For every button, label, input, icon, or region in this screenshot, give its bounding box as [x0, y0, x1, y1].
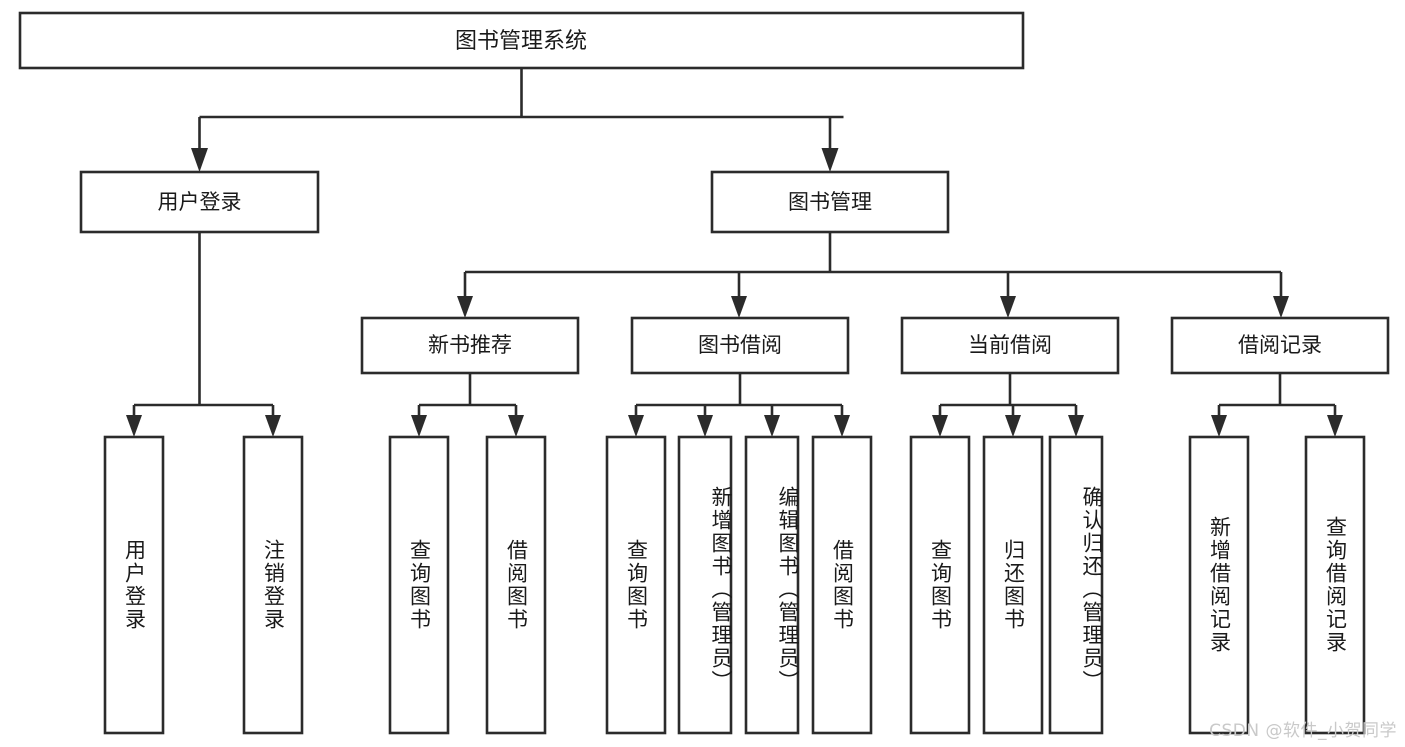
arrow-head-leaf-add-book	[697, 415, 713, 437]
node-current-borrow-box[interactable]	[900, 316, 1120, 375]
connector-currentborrow-to-leaves	[932, 373, 1084, 437]
arrow-head-leaf-query-book-2	[628, 415, 644, 437]
node-book-borrow-box[interactable]	[630, 316, 850, 375]
leaf-box-user-logout[interactable]	[242, 435, 304, 735]
connector-root-to-level1	[191, 68, 844, 172]
node-new-book-recommend[interactable]: 新书推荐	[360, 316, 580, 375]
arrow-head-leaf-confirm-return	[1068, 415, 1084, 437]
leaf-box-edit-book[interactable]	[744, 435, 800, 735]
node-current-borrow-label: 当前借阅	[968, 333, 1052, 357]
connector-borrowrecord-to-leaves	[1211, 373, 1343, 437]
connector-bookmanage-to-level2	[457, 232, 1289, 318]
node-new-book-recommend-label: 新书推荐	[428, 333, 512, 357]
leaf-box-query-book-1[interactable]	[388, 435, 450, 735]
connector-userlogin-to-leaves	[126, 232, 281, 437]
arrow-head-leaf-user-logout	[265, 415, 281, 437]
connector-bookborrow-to-leaves	[628, 373, 850, 437]
node-new-book-recommend-box[interactable]	[360, 316, 580, 375]
node-root-label: 图书管理系统	[455, 29, 587, 54]
node-book-manage-box[interactable]	[710, 170, 950, 234]
arrow-head-newbook	[457, 296, 473, 318]
node-borrow-record-label: 借阅记录	[1238, 333, 1322, 357]
node-root[interactable]: 图书管理系统	[18, 11, 1025, 70]
arrow-head-leaf-query-record	[1327, 415, 1343, 437]
arrow-head-leaf-borrow-book-2	[834, 415, 850, 437]
leaf-box-add-book[interactable]	[677, 435, 733, 735]
arrow-head-borrowrecord	[1273, 296, 1289, 318]
leaf-box-query-record[interactable]	[1304, 435, 1366, 735]
arrow-head-leaf-user-login	[126, 415, 142, 437]
arrow-head-book-manage	[821, 148, 839, 172]
leaf-box-query-book-3[interactable]	[909, 435, 971, 735]
leaf-box-confirm-return[interactable]	[1048, 435, 1104, 735]
leaf-box-user-login[interactable]	[103, 435, 165, 735]
connector-newbook-to-leaves	[411, 373, 524, 437]
node-borrow-record-box[interactable]	[1170, 316, 1390, 375]
leaf-box-add-record[interactable]	[1188, 435, 1250, 735]
arrow-head-bookborrow	[731, 296, 747, 318]
arrow-head-currentborrow	[1000, 296, 1016, 318]
leaf-box-query-book-2[interactable]	[605, 435, 667, 735]
arrow-head-leaf-query-book-1	[411, 415, 427, 437]
arrow-head-leaf-query-book-3	[932, 415, 948, 437]
node-user-login-box[interactable]	[79, 170, 320, 234]
arrow-head-leaf-edit-book	[764, 415, 780, 437]
leaf-box-borrow-book-2[interactable]	[811, 435, 873, 735]
node-user-login[interactable]: 用户登录	[79, 170, 320, 234]
leaf-box-borrow-book-1[interactable]	[485, 435, 547, 735]
leaf-box-return-book[interactable]	[982, 435, 1044, 735]
arrow-head-user-login	[191, 148, 208, 172]
node-book-borrow-label: 图书借阅	[698, 333, 782, 357]
node-current-borrow[interactable]: 当前借阅	[900, 316, 1120, 375]
node-user-login-label: 用户登录	[158, 190, 242, 214]
node-book-manage[interactable]: 图书管理	[710, 170, 950, 234]
node-borrow-record[interactable]: 借阅记录	[1170, 316, 1390, 375]
arrow-head-leaf-borrow-book-1	[508, 415, 524, 437]
node-root-box[interactable]	[18, 11, 1025, 70]
arrow-head-leaf-return-book	[1005, 415, 1021, 437]
csdn-watermark: CSDN @软件_小贺同学	[1209, 721, 1397, 741]
node-book-borrow[interactable]: 图书借阅	[630, 316, 850, 375]
node-book-manage-label: 图书管理	[788, 190, 872, 214]
arrow-head-leaf-add-record	[1211, 415, 1227, 437]
